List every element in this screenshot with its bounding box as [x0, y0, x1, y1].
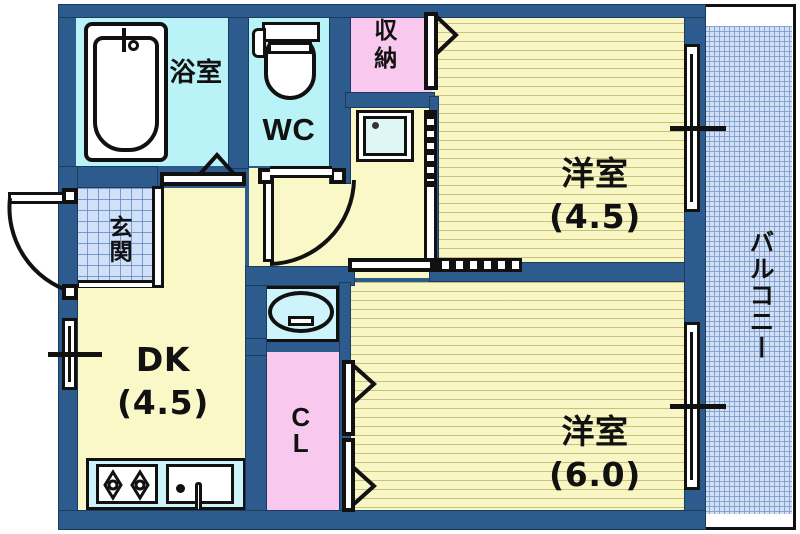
wall-hall-south	[245, 266, 355, 286]
entrance-door-swing-arc	[7, 197, 73, 294]
washing-pan-drain-icon	[372, 122, 379, 129]
room-western-2	[348, 282, 684, 516]
bathtub-faucet-icon	[122, 28, 126, 52]
wall-top	[58, 4, 706, 18]
sink-drain-icon	[176, 484, 185, 493]
closet-door-upper[interactable]	[342, 360, 355, 436]
wall-hall-dk-divider	[245, 272, 267, 516]
wall-storage-south	[345, 92, 435, 108]
wash-basin-icon	[268, 291, 334, 333]
wall-bottom	[58, 510, 706, 530]
room-closet-cl	[263, 352, 339, 516]
entrance-door-hinge-bottom	[62, 284, 78, 300]
wc-door-hinge-right	[330, 168, 346, 184]
window-dk-sill-bar	[48, 352, 102, 357]
western1-area-label: (4.5)	[549, 197, 641, 236]
sliding-door-to-western-1-rail[interactable]	[424, 110, 437, 184]
dk-area-label: (4.5)	[117, 383, 209, 422]
western2-area-label: (6.0)	[549, 455, 641, 494]
storage-door-fold-icon	[434, 14, 459, 56]
closet-door-lower[interactable]	[342, 438, 355, 512]
western1-name-label: 洋室	[561, 154, 629, 193]
balcony-label: バルコニー	[746, 228, 775, 362]
room-entrance	[76, 188, 154, 288]
dk-name-label: DK	[135, 340, 191, 379]
toilet-seat-icon	[268, 42, 312, 54]
wc-doorway-opening	[270, 166, 332, 178]
wall-cl-basin-divider	[245, 338, 267, 356]
sliding-door-to-western-2-leaf[interactable]	[348, 258, 434, 272]
storage-door[interactable]	[424, 12, 438, 90]
cl-label: C L	[291, 402, 311, 458]
toilet-tank-icon	[262, 22, 320, 42]
wall-bath-wc-divider	[228, 4, 249, 169]
western2-name-label: 洋室	[561, 412, 629, 451]
window-dk-mullion	[68, 326, 71, 382]
entrance-label: 玄関	[105, 214, 131, 264]
wc-door-swing-arc	[269, 179, 356, 266]
stove-burners-icon	[103, 469, 150, 501]
dk-hall-connector	[154, 188, 245, 290]
bath-door-fold-icon	[198, 152, 236, 176]
wc-label: WC	[262, 112, 316, 147]
storage-label: 収納	[374, 18, 398, 72]
washing-pan-inner-icon	[363, 116, 407, 156]
sliding-door-to-western-2-rail[interactable]	[432, 258, 522, 272]
sink-faucet-icon	[195, 482, 202, 512]
sliding-door-to-western-1-leaf[interactable]	[424, 184, 437, 264]
entrance-door-hinge-top	[62, 188, 78, 204]
bath-label: 浴室	[169, 58, 223, 88]
balcony-window-lower-mullion	[690, 332, 693, 480]
wash-basin-faucet-icon	[288, 316, 314, 326]
bathtub-drain-icon	[128, 40, 139, 51]
bath-door[interactable]	[160, 172, 246, 186]
room-western-1	[432, 14, 684, 266]
closet-door-upper-fold-icon	[352, 364, 377, 404]
balcony-window-lower-sill-bar	[670, 404, 726, 409]
balcony-floor	[704, 26, 792, 514]
balcony-window-upper-mullion	[690, 54, 693, 202]
bathtub-basin-icon	[93, 36, 159, 152]
entrance-hall-divider	[152, 186, 164, 288]
toilet-side-panel-icon	[252, 28, 266, 58]
closet-door-lower-fold-icon	[352, 466, 377, 506]
balcony-window-upper-sill-bar	[670, 126, 726, 131]
